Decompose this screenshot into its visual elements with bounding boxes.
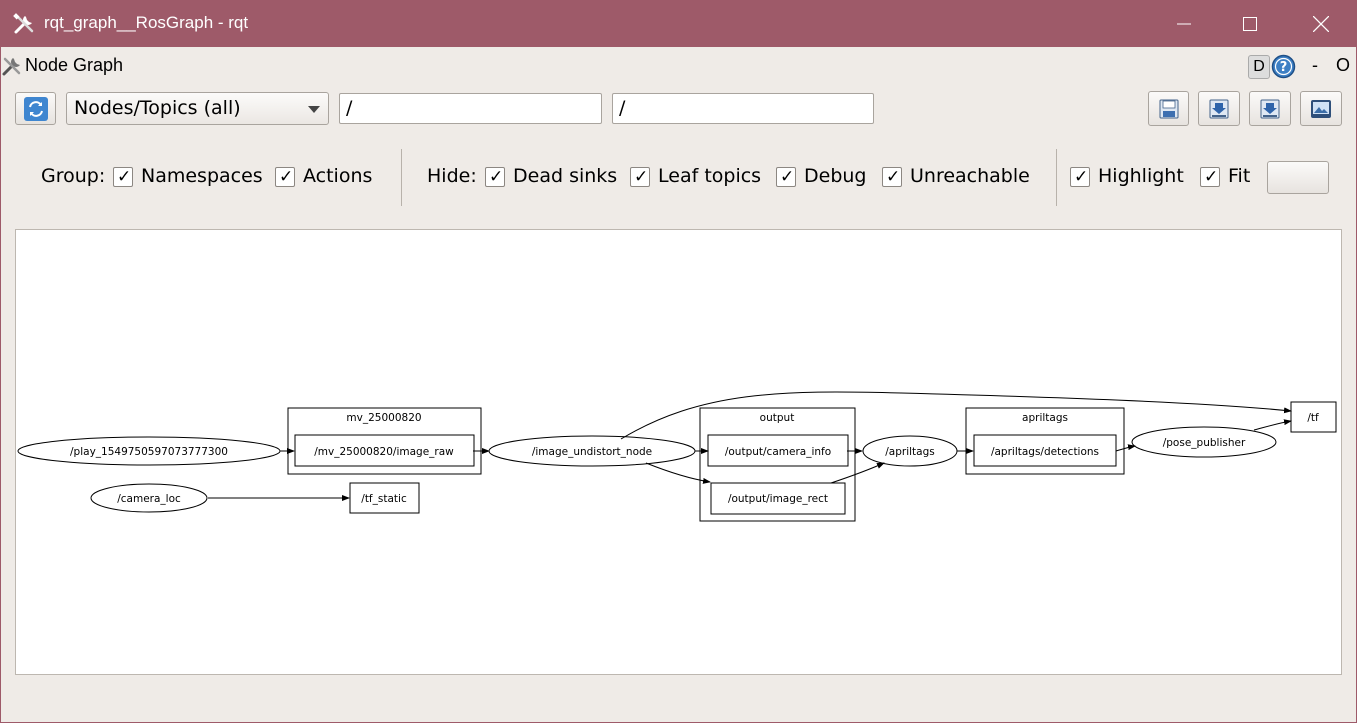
topic-tf[interactable]: /tf [1290,401,1337,433]
topic-tf-static-label: /tf_static [361,493,407,505]
close-icon [1313,15,1329,32]
load-dot-button[interactable] [1148,91,1189,126]
node-pose-publisher[interactable]: /pose_publisher [1131,426,1277,458]
help-icon[interactable]: ? [1271,54,1296,79]
graph-type-value: Nodes/Topics (all) [74,97,241,119]
dead-sinks-checkbox[interactable]: ✓ [485,167,505,187]
topic-image-raw[interactable]: /mv_25000820/image_raw [294,434,475,467]
save-icon [1209,99,1229,118]
unreachable-checkbox[interactable]: ✓ [882,167,902,187]
ros-graph[interactable]: mv_25000820 output apriltags /pl [16,230,1342,675]
topic-filter-input[interactable]: / [612,93,874,124]
namespaces-checkbox[interactable]: ✓ [113,167,133,187]
refresh-button[interactable] [15,92,56,125]
refresh-icon [23,96,48,121]
check-icon: ✓ [634,167,649,187]
topic-image-raw-label: /mv_25000820/image_raw [314,446,454,458]
edge [830,462,885,484]
check-icon: ✓ [489,167,504,187]
chevron-down-icon [308,106,320,113]
save-icon [1260,99,1280,118]
tools-icon [13,13,34,34]
cluster-mv: mv_25000820 [287,407,482,475]
edge [620,391,1292,440]
topic-tf-static[interactable]: /tf_static [349,482,420,514]
topic-camera-info-label: /output/camera_info [725,446,831,458]
separator [1056,149,1057,206]
node-play-label: /play_1549750597073777300 [70,446,228,458]
minimize-button[interactable] [1149,0,1219,47]
maximize-icon [1243,16,1257,31]
node-play[interactable]: /play_1549750597073777300 [17,436,281,466]
window-title-bar[interactable]: rqt_graph__RosGraph - rqt [0,0,1357,47]
graph-edges [208,391,1292,501]
cluster-output-label: output [760,412,795,424]
leaf-topics-label[interactable]: Leaf topics [658,165,762,187]
dead-sinks-label[interactable]: Dead sinks [513,165,618,187]
highlight-checkbox[interactable]: ✓ [1070,167,1090,187]
document-open-icon [1159,99,1178,118]
node-apriltags[interactable]: /apriltags [862,435,958,467]
edge [645,462,711,484]
check-icon: ✓ [117,167,132,187]
highlight-label[interactable]: Highlight [1098,165,1184,187]
node-image-undistort[interactable]: /image_undistort_node [488,435,696,467]
graph-type-select[interactable]: Nodes/Topics (all) [66,92,329,125]
separator [401,149,402,206]
node-apriltags-label: /apriltags [885,446,934,458]
fit-label[interactable]: Fit [1228,165,1251,187]
minimize-icon [1177,23,1191,24]
actions-label[interactable]: Actions [303,165,373,187]
svg-text:?: ? [1280,60,1288,75]
topic-detections-label: /apriltags/detections [991,446,1099,458]
check-icon: ✓ [1204,167,1219,187]
node-camera-loc[interactable]: /camera_loc [90,483,208,513]
plugin-title: Node Graph [25,55,124,75]
image-icon [1311,99,1331,118]
save-image-button[interactable] [1300,91,1342,126]
close-button[interactable] [1286,0,1356,47]
cluster-apriltags-label: apriltags [1022,412,1068,424]
topic-tf-label: /tf [1307,412,1319,424]
edge [1253,419,1292,431]
graph-canvas[interactable]: mv_25000820 output apriltags /pl [15,229,1342,675]
cluster-output: output [699,407,856,522]
namespaces-label[interactable]: Namespaces [141,165,263,187]
cluster-apriltags: apriltags [965,407,1125,475]
save-dot-button[interactable] [1198,91,1240,126]
actions-checkbox[interactable]: ✓ [275,167,295,187]
check-icon: ✓ [1074,167,1089,187]
group-label: Group: [41,165,106,187]
check-icon: ✓ [886,167,901,187]
maximize-button[interactable] [1215,0,1285,47]
node-filter-input[interactable]: / [339,93,602,124]
check-icon: ✓ [780,167,795,187]
hide-label: Hide: [427,165,477,187]
edge [1115,444,1136,452]
unreachable-label[interactable]: Unreachable [910,165,1030,187]
tools-icon [2,57,21,76]
minimize-plugin-button[interactable]: - [1312,55,1318,75]
node-image-undistort-label: /image_undistort_node [532,446,652,458]
debug-checkbox[interactable]: ✓ [776,167,796,187]
topic-camera-info[interactable]: /output/camera_info [707,434,849,467]
topic-image-rect-label: /output/image_rect [728,493,828,505]
options-plugin-button[interactable]: O [1336,55,1351,75]
debug-label[interactable]: Debug [804,165,867,187]
leaf-topics-checkbox[interactable]: ✓ [630,167,650,187]
window-border [0,47,1,723]
node-camera-loc-label: /camera_loc [117,493,181,505]
fit-checkbox[interactable]: ✓ [1200,167,1220,187]
check-icon: ✓ [279,167,294,187]
topic-detections[interactable]: /apriltags/detections [973,434,1117,467]
fit-in-view-button[interactable] [1267,161,1329,194]
save-svg-button[interactable] [1249,91,1291,126]
node-pose-publisher-label: /pose_publisher [1163,437,1246,449]
topic-image-rect[interactable]: /output/image_rect [710,482,846,515]
cluster-mv-label: mv_25000820 [346,412,421,424]
dock-button[interactable]: D [1248,55,1270,79]
window-title: rqt_graph__RosGraph - rqt [44,13,249,32]
